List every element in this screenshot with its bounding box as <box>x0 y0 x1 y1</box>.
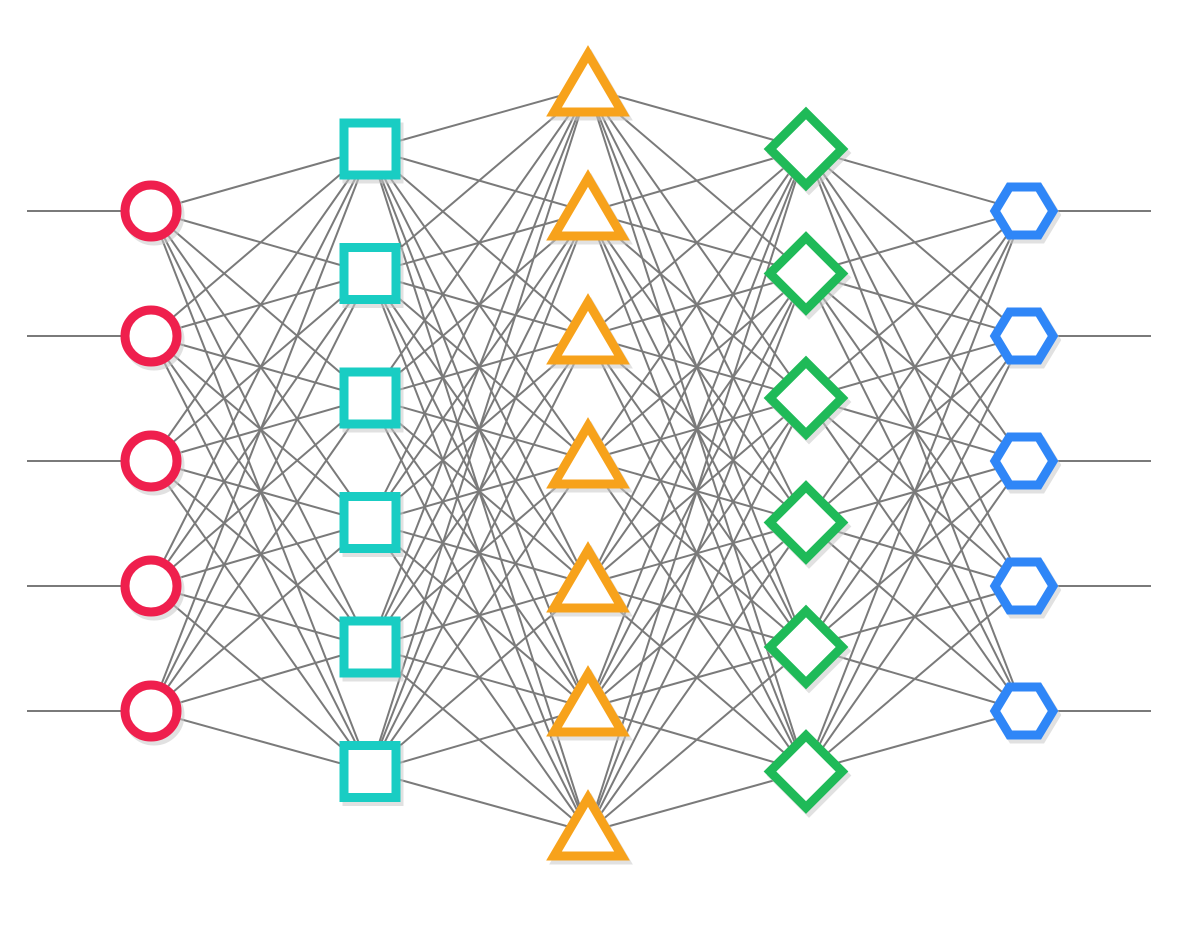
square-node-hidden-1-4 <box>339 492 401 553</box>
edge-l4-6-to-2 <box>805 335 1025 772</box>
edge-l3-5-to-1 <box>587 148 807 585</box>
edge-l2-6-to-1 <box>369 87 589 772</box>
square-node-hidden-1-5 <box>339 616 401 678</box>
edge-l4-6-to-4 <box>805 585 1025 773</box>
diamond-node-hidden-3-2 <box>763 231 849 316</box>
hexagon-node-output-2 <box>989 307 1059 365</box>
circle-node-input-4 <box>120 555 182 617</box>
edge-l4-6-to-3 <box>805 460 1025 773</box>
edge-l1-2-to-1 <box>150 148 371 337</box>
edge-l2-6-to-2 <box>369 211 589 772</box>
edge-l2-3-to-1 <box>369 87 589 399</box>
triangle-node-hidden-2-4 <box>546 417 630 489</box>
edge-l3-1-to-1 <box>587 87 807 150</box>
diamond-node-hidden-3-1 <box>763 106 849 192</box>
diamond-node-hidden-3-6 <box>763 729 849 814</box>
edge-l3-7-to-6 <box>587 770 807 833</box>
edge-l1-5-to-5 <box>150 646 371 712</box>
triangle-node-hidden-2-2 <box>546 169 630 241</box>
circle-node-input-3 <box>120 430 182 492</box>
triangle-node-hidden-2-7 <box>546 789 630 861</box>
edge-l1-3-to-1 <box>150 148 371 462</box>
diamond-node-hidden-3-4 <box>763 480 849 565</box>
edge-l4-6-to-1 <box>805 210 1025 772</box>
edge-l1-5-to-3 <box>150 397 371 712</box>
square-node-hidden-1-1 <box>339 118 401 180</box>
edge-l1-4-to-1 <box>150 148 371 587</box>
edge-l1-5-to-4 <box>150 521 371 712</box>
edge-l3-7-to-4 <box>587 521 807 833</box>
edge-l3-3-to-1 <box>587 148 807 337</box>
edge-l3-2-to-1 <box>587 148 807 213</box>
edge-l2-5-to-1 <box>369 87 589 648</box>
circle-node-input-2 <box>120 305 182 367</box>
edge-l2-1-to-1 <box>369 87 589 150</box>
edge-l4-6-to-5 <box>805 710 1025 773</box>
edge-l1-5-to-2 <box>150 273 371 712</box>
triangle-node-hidden-2-5 <box>546 541 630 613</box>
diamond-node-hidden-3-5 <box>763 604 849 690</box>
edge-l4-5-to-1 <box>805 210 1025 648</box>
edge-l4-4-to-1 <box>805 210 1025 524</box>
network-nodes <box>120 45 1062 865</box>
edge-l2-6-to-4 <box>369 459 589 773</box>
edge-l4-2-to-1 <box>805 210 1025 275</box>
edge-l1-1-to-1 <box>150 148 371 212</box>
edge-l1-5-to-1 <box>150 148 371 712</box>
square-node-hidden-1-2 <box>339 243 401 304</box>
edge-l3-7-to-5 <box>587 646 807 833</box>
square-node-hidden-1-6 <box>339 741 401 802</box>
edge-l2-4-to-1 <box>369 87 589 523</box>
hexagon-node-output-4 <box>989 557 1059 615</box>
edge-l2-6-to-3 <box>369 335 589 772</box>
hexagon-node-output-5 <box>989 682 1059 740</box>
square-node-hidden-1-3 <box>339 367 401 429</box>
edge-l3-7-to-1 <box>587 148 807 833</box>
edge-l2-6-to-6 <box>369 707 589 773</box>
hexagon-node-output-1 <box>989 182 1059 240</box>
triangle-node-hidden-2-3 <box>546 293 630 365</box>
edge-l4-3-to-1 <box>805 210 1025 399</box>
diamond-node-hidden-3-3 <box>763 355 849 441</box>
connection-edges <box>150 87 1025 833</box>
edge-l3-7-to-3 <box>587 397 807 833</box>
edge-l3-4-to-1 <box>587 148 807 461</box>
triangle-node-hidden-2-6 <box>546 665 630 737</box>
edge-l2-6-to-7 <box>369 770 589 833</box>
edge-l1-5-to-6 <box>150 710 371 773</box>
circle-node-input-5 <box>120 680 182 742</box>
circle-node-input-1 <box>120 180 182 242</box>
triangle-node-hidden-2-1 <box>546 45 630 117</box>
hexagon-node-output-3 <box>989 432 1059 490</box>
